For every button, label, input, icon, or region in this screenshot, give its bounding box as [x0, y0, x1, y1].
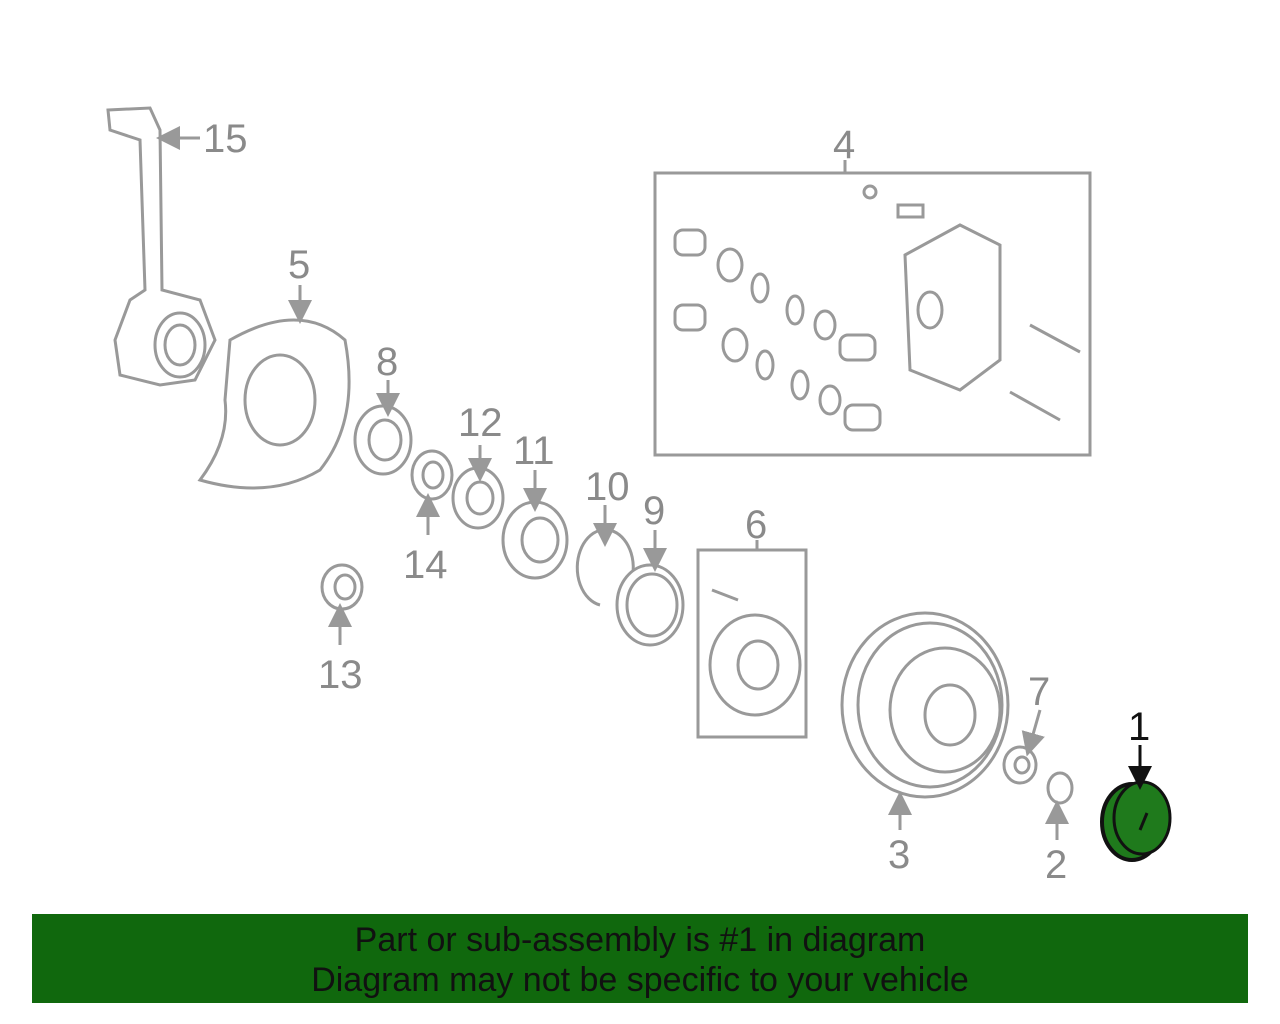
hub-assembly-part-6[interactable] [696, 540, 808, 739]
caliper-kit-part-4[interactable] [653, 160, 1092, 457]
callout-10: 10 [585, 465, 630, 509]
brake-rotor-part-3[interactable] [840, 611, 1010, 830]
seal-part-14[interactable] [410, 449, 454, 535]
callout-1: 1 [1128, 705, 1150, 749]
callout-7: 7 [1028, 670, 1050, 714]
callout-13: 13 [318, 653, 363, 697]
grease-cap-part-1[interactable] [1100, 745, 1172, 862]
nut-part-7[interactable] [1002, 709, 1045, 785]
callout-15: 15 [203, 117, 248, 161]
steering-knuckle-part-15[interactable] [106, 106, 217, 387]
seal-part-9[interactable] [615, 530, 685, 647]
callout-6: 6 [745, 503, 767, 547]
hub-bearing-part-11[interactable] [501, 470, 569, 580]
seal-part-13[interactable] [320, 563, 364, 645]
callout-5: 5 [288, 243, 310, 287]
bearing-part-12[interactable] [451, 445, 505, 530]
callout-12: 12 [458, 401, 503, 445]
oil-seal-part-8[interactable] [353, 380, 413, 476]
callout-11: 11 [513, 429, 555, 473]
callout-14: 14 [403, 543, 448, 587]
callout-3: 3 [888, 833, 910, 877]
callout-4: 4 [833, 123, 855, 167]
lock-washer-part-2[interactable] [1045, 771, 1074, 840]
banner-line-2: Diagram may not be specific to your vehi… [311, 961, 969, 999]
callout-9: 9 [643, 489, 665, 533]
info-banner: Part or sub-assembly is #1 in diagram Di… [32, 914, 1248, 1003]
dust-shield-part-5[interactable] [197, 285, 351, 490]
callout-2: 2 [1045, 843, 1067, 887]
banner-line-1: Part or sub-assembly is #1 in diagram [354, 921, 926, 959]
callout-8: 8 [376, 340, 398, 384]
